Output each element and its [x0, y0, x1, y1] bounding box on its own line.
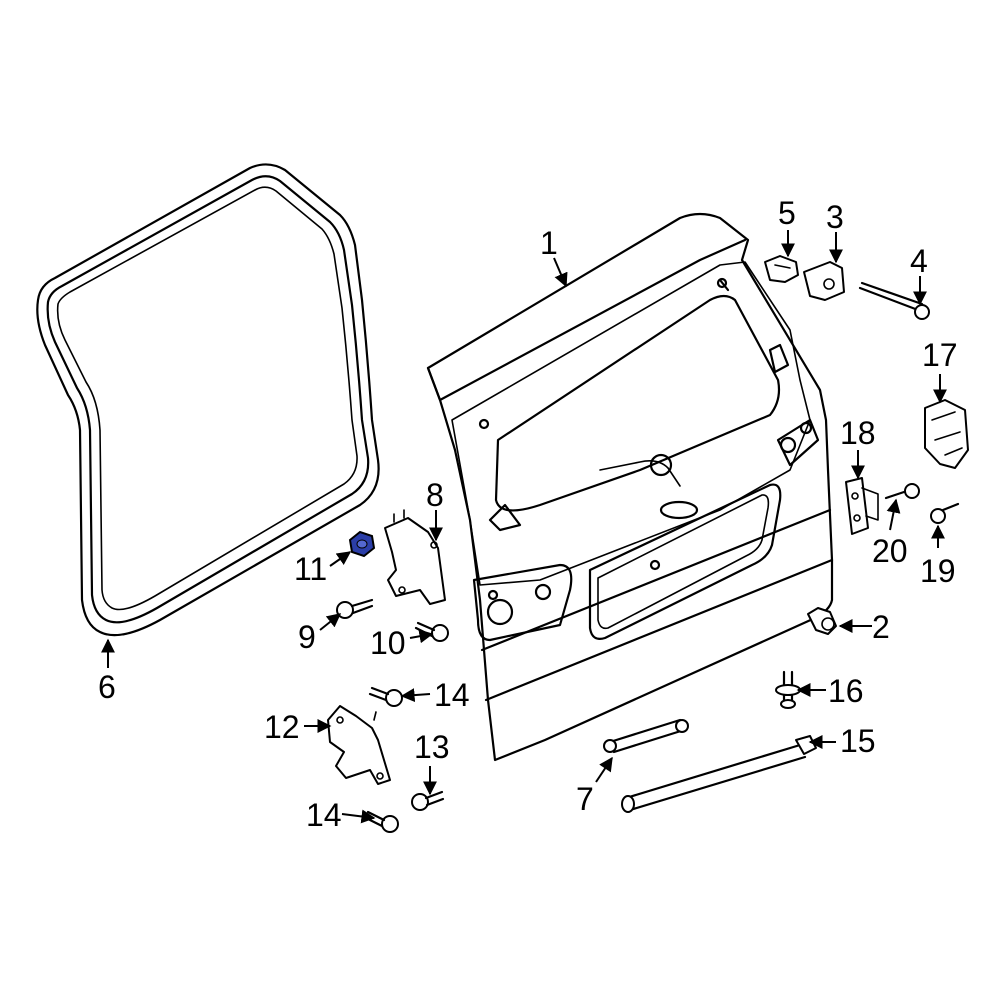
callout-20: 20 [872, 533, 908, 569]
stud [775, 670, 801, 709]
callouts: 1 2 3 4 5 6 7 8 9 10 11 12 13 14 14 15 1… [98, 195, 958, 833]
leader-lines [101, 230, 947, 824]
bolt-14-lower [364, 810, 399, 833]
gas-strut [621, 735, 817, 813]
bumper-pin [807, 607, 837, 635]
latch [924, 399, 969, 469]
callout-4: 4 [910, 243, 928, 279]
bolt-9 [336, 598, 374, 619]
callout-14-lower: 14 [306, 797, 342, 833]
callout-3: 3 [826, 199, 844, 235]
bumper [803, 261, 845, 301]
callout-8: 8 [426, 477, 444, 513]
bumper-stop [764, 255, 799, 283]
callout-1: 1 [540, 225, 558, 261]
callout-6: 6 [98, 669, 116, 705]
weatherstrip-seal [36, 163, 380, 637]
striker [845, 477, 879, 535]
callout-9: 9 [298, 619, 316, 655]
nut-highlighted [348, 530, 376, 558]
callout-13: 13 [414, 729, 450, 765]
bolt-10 [414, 621, 449, 642]
screw-19 [930, 502, 960, 524]
callout-14-upper: 14 [434, 677, 470, 713]
callout-18: 18 [840, 415, 876, 451]
support-strut [603, 718, 689, 754]
hinge-lower [327, 705, 391, 785]
callout-17: 17 [922, 337, 958, 373]
callout-7: 7 [576, 781, 594, 817]
callout-19: 19 [920, 553, 956, 589]
callout-10: 10 [370, 625, 406, 661]
liftgate-panel [426, 212, 834, 762]
callout-5: 5 [778, 195, 796, 231]
bolt-long [858, 281, 930, 320]
bolt-13 [411, 790, 445, 811]
callout-11: 11 [294, 551, 327, 587]
bolt-14-upper [368, 686, 403, 707]
callout-15: 15 [840, 723, 876, 759]
callout-2: 2 [872, 609, 890, 645]
callout-12: 12 [264, 709, 300, 745]
callout-16: 16 [828, 673, 864, 709]
bolt-20 [884, 483, 920, 500]
